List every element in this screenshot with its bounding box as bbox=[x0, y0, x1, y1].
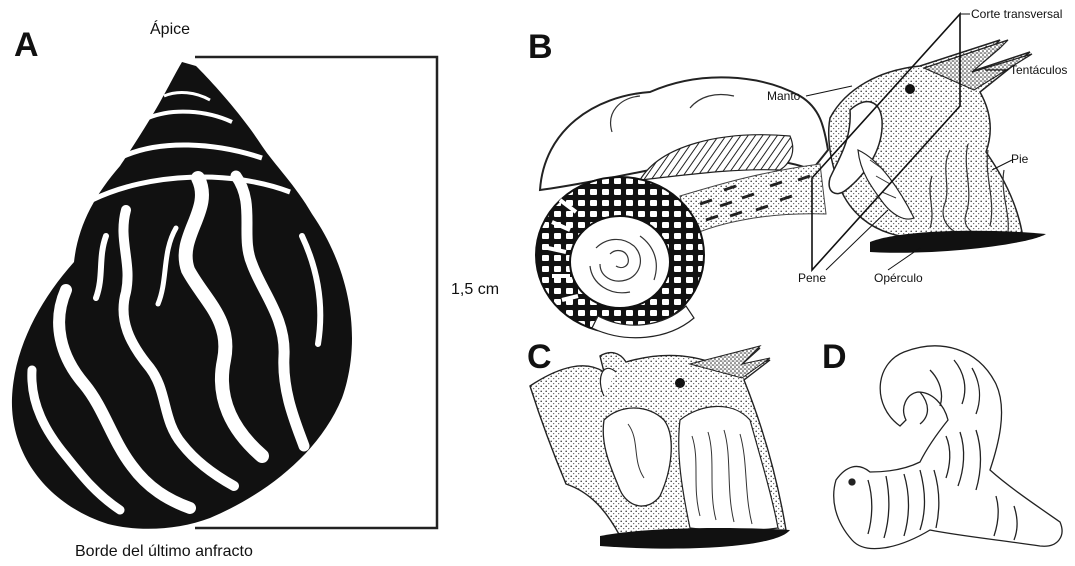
foot-label: Pie bbox=[1011, 153, 1028, 165]
apex-label: Ápice bbox=[150, 22, 190, 38]
size-label: 1,5 cm bbox=[451, 282, 499, 298]
penis-sheath-illustration bbox=[834, 346, 1062, 549]
penis-label: Pene bbox=[798, 272, 826, 284]
head-region-illustration bbox=[530, 346, 790, 549]
edge-label: Borde del último anfracto bbox=[75, 544, 253, 560]
snail-anatomy-illustration bbox=[536, 14, 1046, 338]
panel-letter-d: D bbox=[822, 340, 847, 374]
panel-letter-c: C bbox=[527, 340, 552, 374]
operculum-label: Opérculo bbox=[874, 272, 923, 284]
shell-illustration bbox=[12, 57, 437, 529]
panel-letter-a: A bbox=[14, 28, 39, 62]
section-label: Corte transversal bbox=[971, 8, 1062, 20]
mantle-label: Manto bbox=[767, 90, 800, 102]
panel-letter-b: B bbox=[528, 30, 553, 64]
tentacles-label: Tentáculos bbox=[1010, 64, 1067, 76]
